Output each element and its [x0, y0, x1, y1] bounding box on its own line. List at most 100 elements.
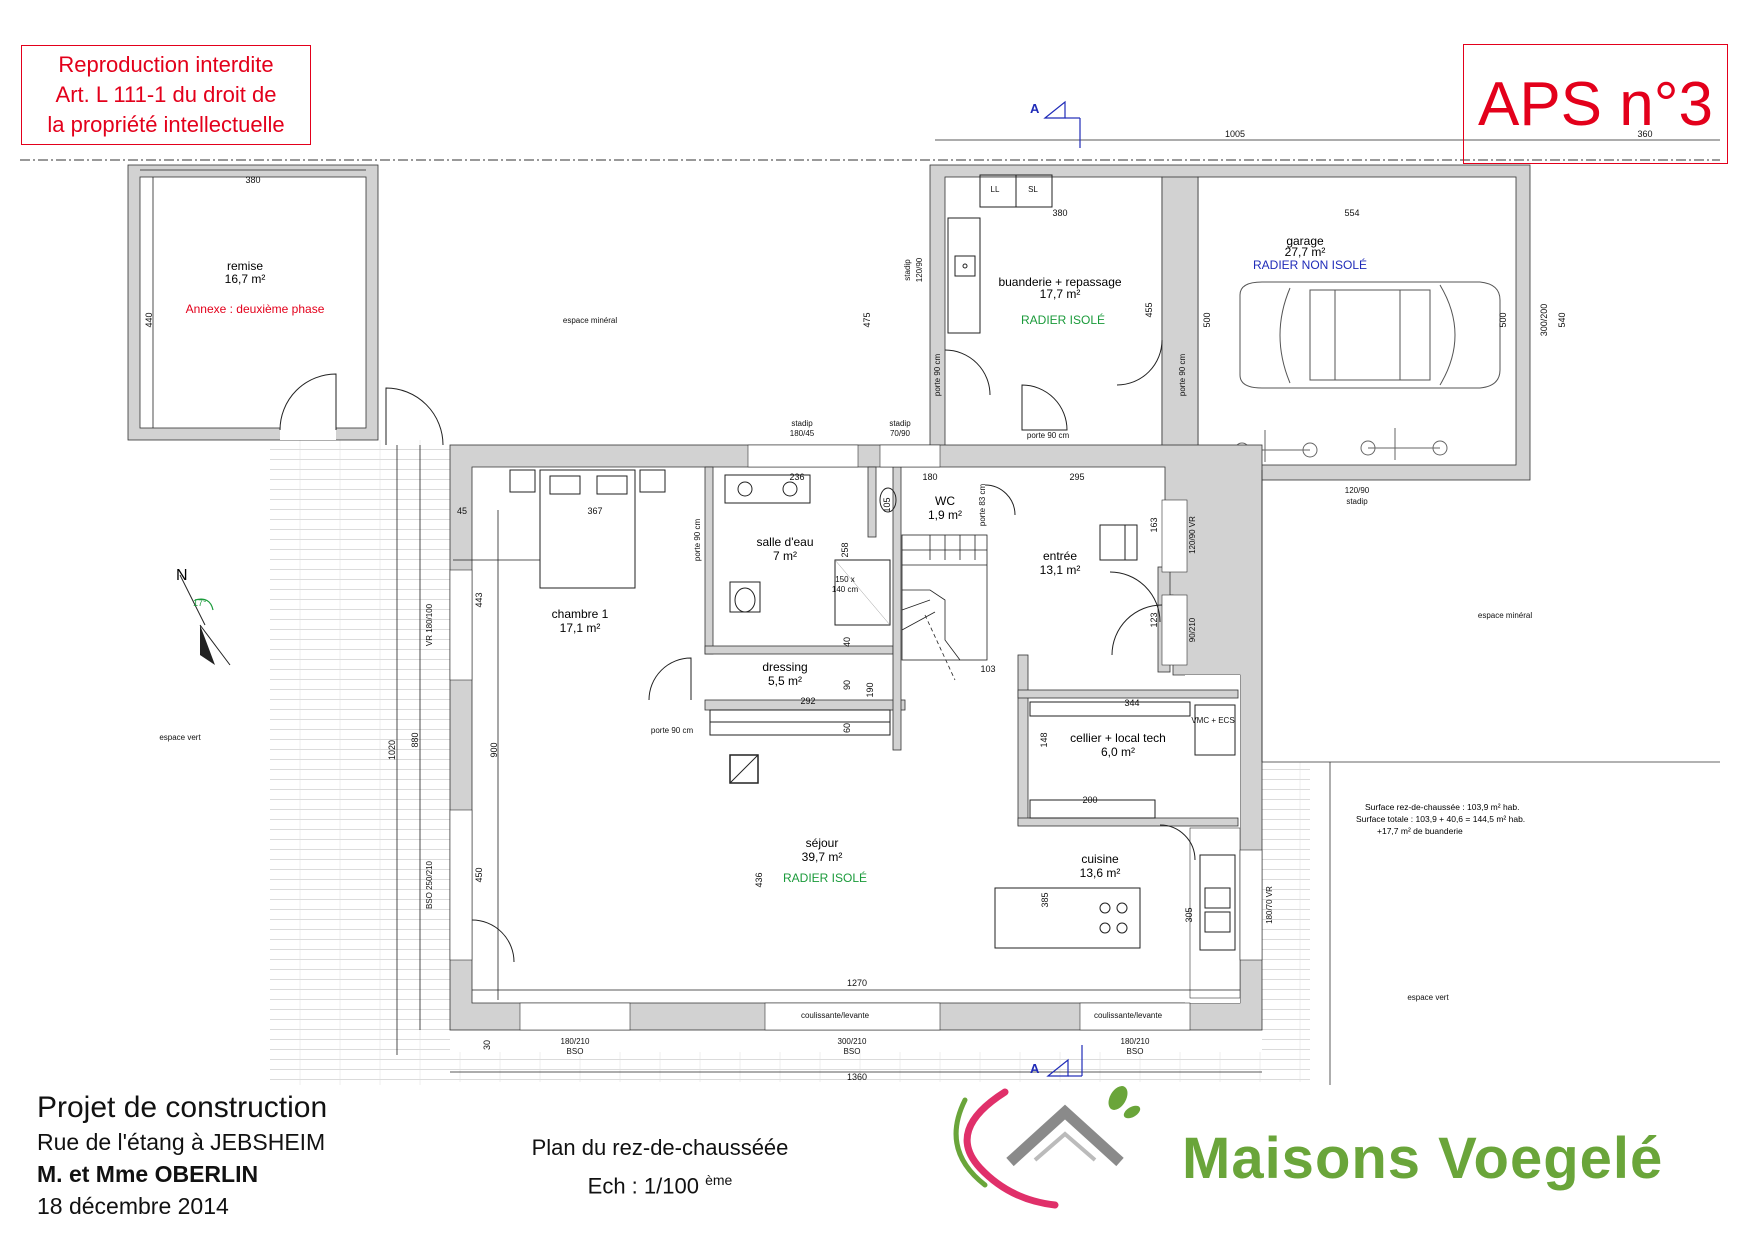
notice-line1: Reproduction interdite	[58, 52, 274, 77]
aps-badge: APS n°3	[1463, 44, 1728, 164]
staircase	[901, 534, 988, 681]
bicycle-icon	[1234, 428, 1448, 462]
wc-name: WC	[935, 494, 955, 508]
north-label: N	[176, 567, 188, 584]
project-address: Rue de l'étang à JEBSHEIM	[37, 1129, 326, 1155]
espace-vert-2: espace vert	[1407, 993, 1449, 1002]
plan-title-block: Plan du rez-de-chausséée Ech : 1/100 ème	[500, 1132, 820, 1202]
espace-vert-1: espace vert	[159, 733, 201, 742]
dim-295: 295	[1069, 472, 1084, 482]
chambre1-area: 17,1 m²	[560, 621, 601, 635]
salle-eau-area: 7 m²	[773, 549, 797, 563]
cellier-name: cellier + local tech	[1070, 731, 1166, 745]
coulissante-2: coulissante/levante	[1094, 1011, 1163, 1020]
aps-label: APS n°3	[1477, 70, 1714, 139]
buanderie-height: 455	[1144, 302, 1154, 317]
dim-left-height: 1020	[387, 740, 397, 760]
dim-200: 200	[1082, 795, 1097, 805]
plan-scale-suffix: ème	[705, 1172, 733, 1188]
car-icon	[1239, 281, 1501, 389]
dim-305: 305	[1184, 907, 1194, 922]
dim-103: 103	[980, 664, 995, 674]
dim-367: 367	[587, 506, 602, 516]
vr-3: 180/70 VR	[1265, 886, 1274, 924]
surface-line3: +17,7 m² de buanderie	[1377, 826, 1463, 836]
dim-105: 105	[882, 497, 892, 512]
remise-width: 380	[245, 175, 260, 185]
terrace-south	[450, 1052, 1262, 1082]
espace-mineral-1: espace minéral	[563, 316, 617, 325]
bso-left: BSO 250/210	[425, 860, 434, 909]
wc-area: 1,9 m²	[928, 508, 962, 522]
buanderie-area: 17,7 m²	[1040, 287, 1081, 301]
dim-443: 443	[474, 592, 484, 607]
vr-2: 90/210	[1188, 617, 1197, 642]
salle-eau-name: salle d'eau	[757, 535, 814, 549]
porte-label-6: porte 90 cm	[693, 519, 702, 562]
remise-name: remise	[227, 259, 263, 273]
dim-180: 180	[922, 472, 937, 482]
porte-label-3: porte 90 cm	[1027, 431, 1070, 440]
chambre1-name: chambre 1	[552, 607, 609, 621]
plan-scale: Ech : 1/100	[587, 1173, 699, 1199]
porte-label-2: porte 90 cm	[1178, 354, 1187, 397]
entree-name: entrée	[1043, 549, 1077, 563]
sejour-name: séjour	[806, 836, 839, 850]
garage-height-2: 500	[1498, 312, 1508, 327]
dim-190: 190	[865, 682, 875, 697]
vr-1: 120/90 VR	[1188, 516, 1197, 554]
stadip-1: stadip	[903, 259, 912, 281]
notice-line2: Art. L 111-1 du droit de	[55, 82, 277, 107]
terrace-west	[270, 440, 450, 1085]
dim-163: 163	[1149, 517, 1159, 532]
dim-40: 40	[842, 637, 852, 647]
dim-148: 148	[1039, 732, 1049, 747]
buanderie-name: buanderie + repassage	[998, 275, 1121, 289]
bso-1: 180/210	[561, 1037, 590, 1046]
cuisine-area: 13,6 m²	[1080, 866, 1121, 880]
stadip-3b: 70/90	[890, 429, 911, 438]
douche-label: 150 x	[835, 575, 855, 584]
dim-left-inner: 880	[410, 732, 420, 747]
section-label-top: A	[1030, 101, 1040, 116]
dim-top-width: 1005	[1225, 129, 1245, 139]
dim-bottom-width: 1360	[847, 1072, 867, 1082]
dim-236: 236	[789, 472, 804, 482]
logo-icon	[953, 1086, 1141, 1209]
stadip-2b: 180/45	[790, 429, 815, 438]
dim-258: 258	[840, 542, 850, 557]
dim-300-200: 300/200	[1539, 304, 1549, 337]
north-arrow-icon	[179, 574, 231, 666]
porte-label-4: porte 90 cm	[651, 726, 694, 735]
dim-top-right: 360	[1637, 129, 1652, 139]
sejour-note: RADIER ISOLÉ	[783, 870, 867, 885]
remise-height: 440	[144, 312, 154, 327]
sejour-area: 39,7 m²	[802, 850, 843, 864]
bso-3b: BSO	[1127, 1047, 1144, 1056]
cuisine-name: cuisine	[1081, 852, 1119, 866]
buanderie-note: RADIER ISOLÉ	[1021, 312, 1105, 327]
garage-area: 27,7 m²	[1285, 245, 1326, 259]
dim-540: 540	[1557, 312, 1567, 327]
stadip-3: stadip	[889, 419, 911, 428]
plan-title: Plan du rez-de-chausséée	[531, 1135, 789, 1160]
buanderie-width: 380	[1052, 208, 1067, 218]
dim-123: 123	[1149, 612, 1159, 627]
terrace-east	[1262, 762, 1310, 1082]
section-marker-top	[1043, 100, 1081, 148]
dim-385: 385	[1040, 892, 1050, 907]
remise-note: Annexe : deuxième phase	[186, 302, 325, 316]
dim-30: 30	[482, 1040, 492, 1050]
section-label-bottom: A	[1030, 1061, 1040, 1076]
dim-475: 475	[862, 312, 872, 327]
dim-344: 344	[1124, 698, 1139, 708]
garage-width: 554	[1344, 208, 1359, 218]
label-sl: SL	[1028, 185, 1038, 194]
stadip-2: stadip	[791, 419, 813, 428]
entree-area: 13,1 m²	[1040, 563, 1081, 577]
vr-4: VR 180/100	[425, 603, 434, 646]
dim-436: 436	[754, 872, 764, 887]
section-marker-bottom	[1046, 1045, 1083, 1077]
notice-line3: la propriété intellectuelle	[47, 112, 285, 137]
main-house	[449, 444, 1263, 1031]
